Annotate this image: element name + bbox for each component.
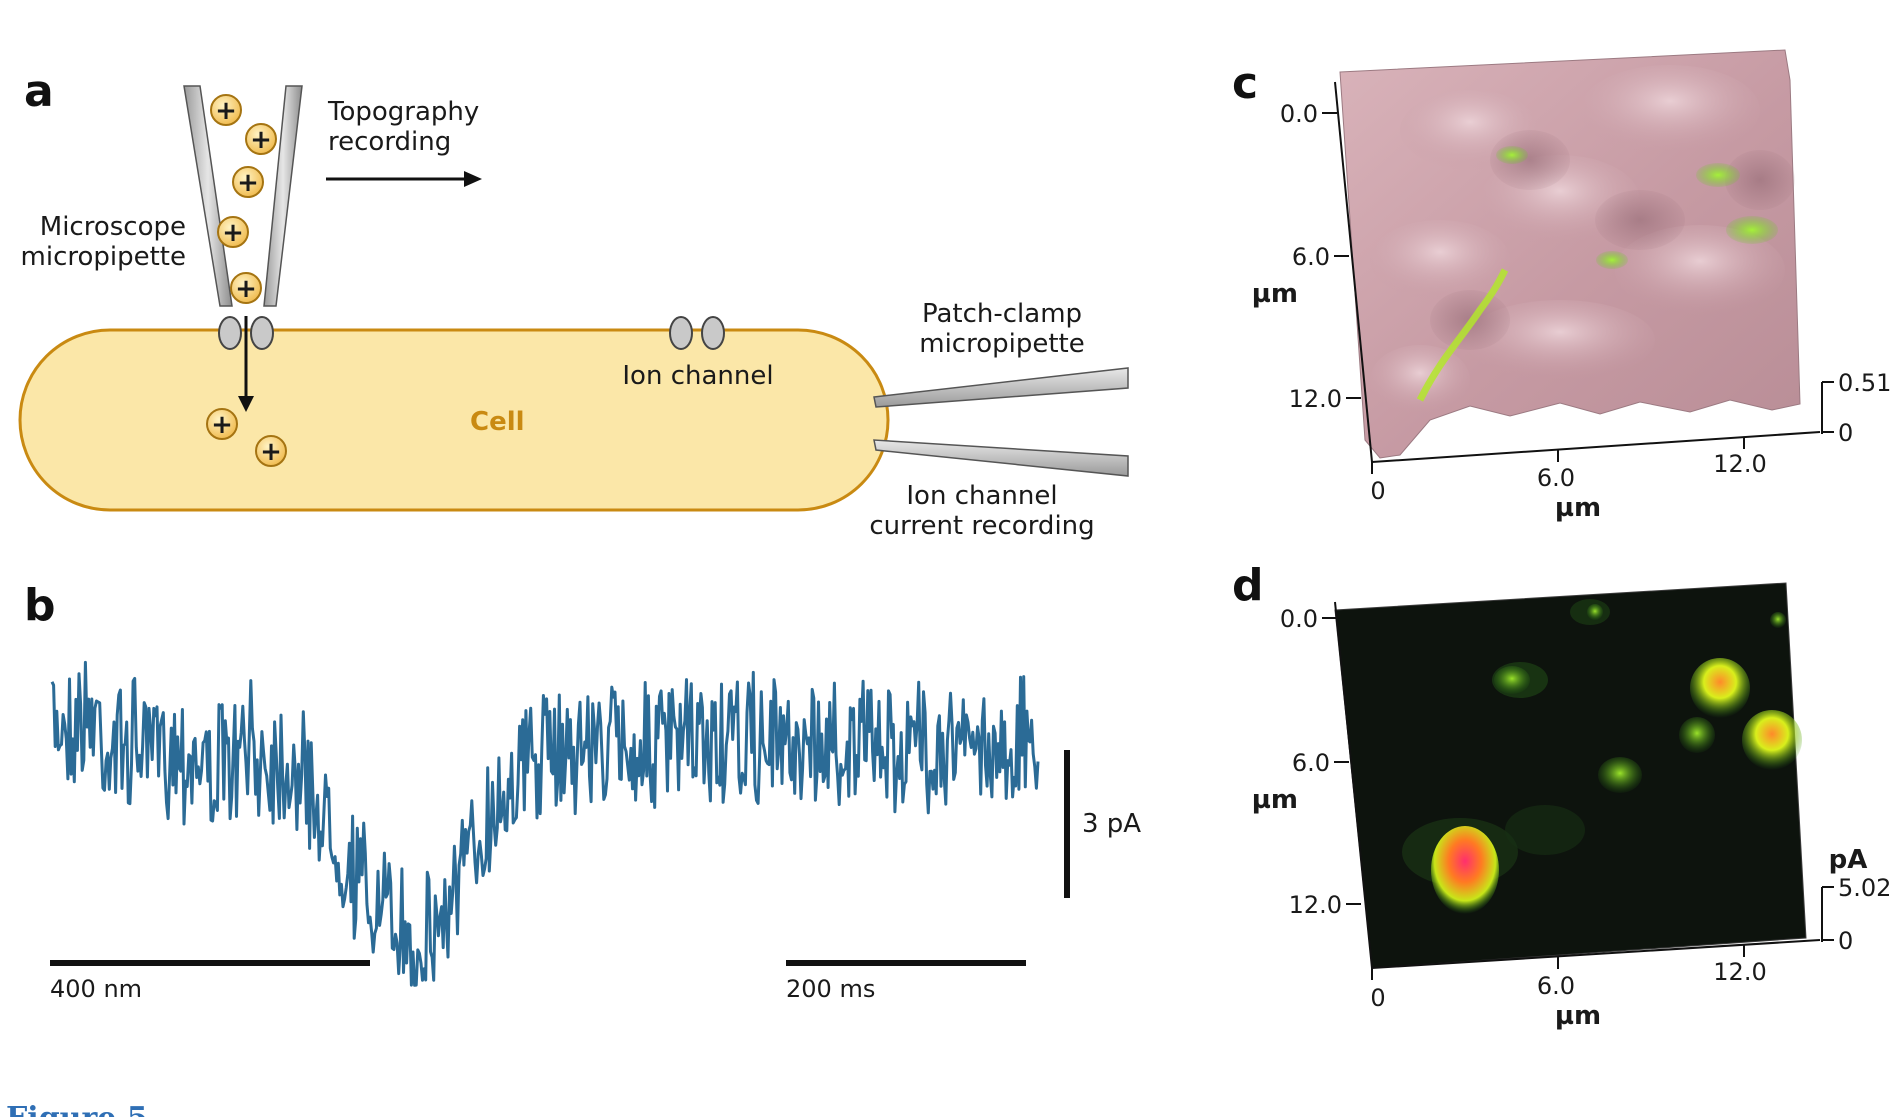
patch-clamp-label-line1: Patch-clamp (922, 299, 1082, 329)
ion-channel-icon (218, 316, 274, 350)
current-map-surface (1334, 582, 1807, 969)
panel-b-letter: b (24, 580, 56, 631)
c-y-tick-2: 12.0 (1289, 385, 1342, 413)
ions-in-pipette: + + + + + (210, 94, 277, 304)
c-x-tick-1: 6.0 (1537, 464, 1575, 492)
current-recording-label-line1: Ion channel (906, 481, 1057, 511)
time-scale-label: 200 ms (786, 975, 875, 1003)
ion-flow-arrow (238, 316, 254, 412)
axes-d (1322, 601, 1834, 980)
svg-text:+: + (211, 410, 233, 440)
ion-icon: + (210, 94, 242, 126)
current-scale-label: 3 pA (1082, 809, 1141, 839)
panel-d-letter: d (1232, 560, 1264, 611)
topography-label-line2: recording (328, 127, 451, 157)
ion-icon: + (217, 216, 249, 248)
d-y-tick-0: 0.0 (1280, 605, 1318, 633)
d-z-tick-0: 5.02 (1838, 874, 1891, 902)
ion-channel-icon (669, 316, 725, 350)
d-x-unit: µm (1555, 1001, 1601, 1031)
d-x-tick-2: 12.0 (1713, 958, 1766, 986)
axes-c (1322, 81, 1834, 474)
c-z-tick-0: 0.51 (1838, 369, 1891, 397)
topography-arrow (326, 171, 482, 187)
svg-text:+: + (260, 437, 282, 467)
current-trace (50, 660, 1040, 987)
d-y-tick-1: 6.0 (1292, 749, 1330, 777)
ion-icon: + (206, 408, 238, 440)
microscope-micropipette (183, 85, 303, 307)
current-recording-label-line2: current recording (869, 511, 1094, 541)
panel-c-letter: c (1232, 58, 1258, 109)
c-z-tick-1: 0 (1838, 419, 1853, 447)
ion-icon: + (255, 435, 287, 467)
d-y-tick-2: 12.0 (1289, 891, 1342, 919)
panel-a: a Cell + + + + (18, 66, 1129, 541)
svg-text:+: + (215, 96, 237, 126)
c-y-tick-1: 6.0 (1292, 243, 1330, 271)
svg-text:+: + (222, 218, 244, 248)
c-x-tick-2: 12.0 (1713, 450, 1766, 478)
d-x-tick-1: 6.0 (1537, 972, 1575, 1000)
panel-a-letter: a (24, 66, 54, 117)
c-x-tick-0: 0 (1370, 477, 1385, 505)
d-y-unit: µm (1252, 785, 1298, 815)
svg-text:+: + (237, 168, 259, 198)
d-z-tick-1: 0 (1838, 927, 1853, 955)
cell-body (18, 328, 890, 512)
ion-icon: + (245, 123, 277, 155)
panel-d: d 0.0 (1232, 560, 1891, 1031)
micropipette-label-line1: Microscope (40, 212, 186, 242)
cell-label: Cell (470, 407, 525, 437)
micropipette-label-line2: micropipette (21, 242, 186, 272)
d-z-unit: pA (1829, 845, 1868, 875)
svg-text:+: + (250, 125, 272, 155)
patch-clamp-micropipette (873, 367, 1129, 477)
panel-b: b 3 pA 400 nm 200 ms (24, 580, 1141, 1003)
patch-clamp-label-line2: micropipette (919, 329, 1084, 359)
figure-caption: Figure 5 (6, 1101, 148, 1117)
ion-icon: + (232, 166, 264, 198)
ion-icon: + (230, 272, 262, 304)
c-y-unit: µm (1252, 279, 1298, 309)
topography-label-line1: Topography (327, 97, 479, 127)
topography-surface (1339, 49, 1801, 459)
distance-scale-label: 400 nm (50, 975, 142, 1003)
c-y-tick-0: 0.0 (1280, 100, 1318, 128)
ion-channel-label: Ion channel (622, 361, 773, 391)
panel-c: c (1232, 49, 1891, 523)
d-x-tick-0: 0 (1370, 984, 1385, 1012)
svg-text:+: + (235, 274, 257, 304)
c-x-unit: µm (1555, 493, 1601, 523)
